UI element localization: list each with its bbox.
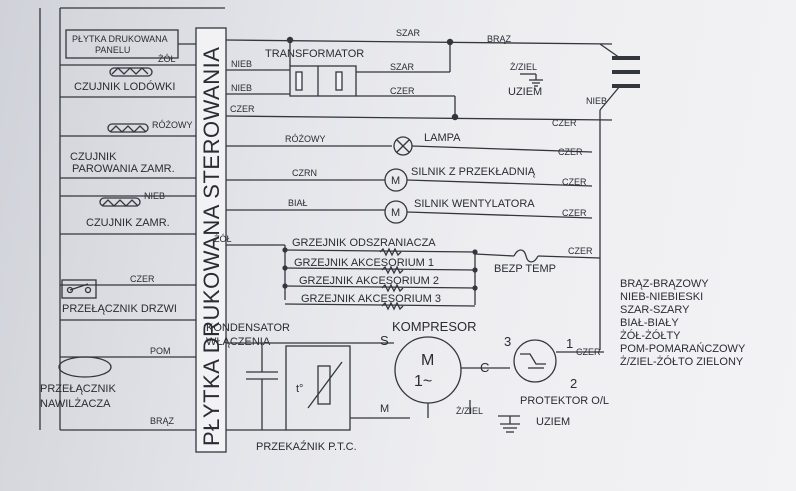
lamp-name: LAMPA — [424, 132, 461, 144]
transformer-label: TRANSFORMATOR — [265, 48, 364, 60]
transformer-out2: CZER — [390, 86, 415, 96]
gear-motor-wire-left: CZRN — [292, 168, 317, 178]
power-bus: SZAR BRĄZ CZER CZER Ż/ZIEL UZIEM NIEB — [225, 28, 640, 350]
heater-wire-left: ŻÓŁ — [214, 234, 232, 244]
humid-switch-wire-top: POM — [150, 346, 171, 356]
heater-4-label: GRZEJNIK AKCESORIUM 3 — [301, 293, 441, 305]
gear-motor-branch: M CZRN SILNIK Z PRZEKŁADNIĄ CZER — [226, 166, 593, 192]
color-legend: BRĄZ-BRĄZOWY NIEB-NIEBIESKI SZAR-SZARY B… — [620, 278, 746, 368]
heater-wire-right: CZER — [568, 246, 593, 256]
overload-protector: 3 1 2 PROTEKTOR O/L CZER — [504, 334, 609, 407]
ptc-temp: t° — [296, 383, 303, 395]
fan-motor-symbol: M — [391, 207, 400, 219]
bus-czer-right: CZER — [552, 118, 577, 128]
thermal-fuse-label: BEZP TEMP — [494, 263, 556, 275]
freezer-sensor: NIEB CZUJNIK ZAMR. — [60, 191, 196, 235]
legend-item-3: SZAR-SZARY — [620, 304, 690, 316]
heater-1-label: GRZEJNIK ODSZRANIACZA — [292, 237, 436, 249]
humid-switch-wire-bottom: BRĄZ — [150, 416, 175, 426]
door-switch-wire: CZER — [130, 274, 155, 284]
bus-czer: CZER — [230, 104, 255, 114]
humid-switch-label-1: PRZEŁĄCZNIK — [40, 383, 116, 395]
lamp-wire-left: RÓŻOWY — [285, 134, 326, 144]
control-board: PŁYTKA DRUKOWANA STEROWANIA — [195, 27, 227, 453]
protector-pin1: 1 — [566, 336, 573, 351]
protector-wire: CZER — [576, 347, 601, 357]
compressor-section: KONDENSATOR WŁĄCZENIA t° PRZEKAŹNIK P.T.… — [206, 319, 570, 453]
transformer-in1: NIEB — [231, 59, 252, 69]
compressor-m: M — [421, 352, 434, 369]
panel-pcb: PŁYTKA DRUKOWANA PANELU — [65, 29, 196, 59]
compressor-ground: UZIEM — [536, 416, 570, 428]
compressor-term-m: M — [380, 403, 389, 415]
legend-item-7: Ż/ZIEL-ŻÓŁTO ZIELONY — [620, 355, 744, 368]
evap-sensor-label-2: PAROWANIA ZAMR. — [72, 163, 175, 175]
legend-item-5: ŻÓŁ-ŻÓŁTY — [620, 329, 681, 342]
lamp-branch: RÓŻOWY LAMPA CZER — [226, 132, 593, 157]
lamp-wire-right: CZER — [558, 147, 583, 157]
compressor-name: KOMPRESOR — [392, 319, 477, 334]
evap-sensor: RÓŻOWY CZUJNIK PAROWANIA ZAMR. — [60, 120, 196, 179]
fan-motor-name: SILNIK WENTYLATORA — [414, 198, 535, 210]
legend-item-6: POM-POMARAŃCZOWY — [620, 342, 746, 355]
fan-motor-wire-right: CZER — [562, 208, 587, 218]
heater-3-label: GRZEJNIK AKCESORIUM 2 — [299, 275, 439, 287]
bus-szar: SZAR — [396, 28, 421, 38]
compressor-term-s: S — [380, 333, 389, 348]
protector-pin2: 2 — [570, 376, 577, 391]
gear-motor-wire-right: CZER — [562, 177, 587, 187]
freezer-sensor-wire: NIEB — [144, 191, 165, 201]
evap-sensor-wire: RÓŻOWY — [152, 120, 193, 130]
door-switch: CZER PRZEŁĄCZNIK DRZWI — [60, 274, 196, 321]
legend-item-4: BIAŁ-BIAŁY — [620, 317, 679, 329]
compressor-ground-wire: Ż/ZIEL — [456, 406, 483, 416]
transformer-in2: NIEB — [231, 83, 252, 93]
bus-ground: UZIEM — [508, 86, 542, 98]
panel-pcb-label-2: PANELU — [95, 45, 130, 55]
heater-2-label: GRZEJNIK AKCESORIUM 1 — [294, 257, 434, 269]
compressor-ac: 1~ — [414, 373, 432, 390]
bus-nieb: NIEB — [586, 96, 607, 106]
transformer-out1: SZAR — [390, 62, 415, 72]
door-switch-label: PRZEŁĄCZNIK DRZWI — [62, 303, 177, 315]
legend-item-2: NIEB-NIEBIESKI — [620, 291, 703, 303]
fan-motor-wire-left: BIAŁ — [288, 198, 308, 208]
freezer-sensor-label: CZUJNIK ZAMR. — [86, 217, 170, 229]
fan-motor-branch: M BIAŁ SILNIK WENTYLATORA CZER — [226, 198, 593, 224]
evap-sensor-label-1: CZUJNIK — [70, 151, 117, 163]
fridge-sensor-label: CZUJNIK LODÓWKI — [74, 80, 175, 93]
gear-motor-symbol: M — [391, 175, 400, 187]
protector-label: PROTEKTOR O/L — [520, 395, 609, 407]
protector-pin3: 3 — [504, 334, 511, 349]
heater-bank: ŻÓŁ GRZEJNIK ODSZRANIACZA GRZEJNIK AKCES… — [214, 234, 601, 311]
ptc-relay-label: PRZEKAŹNIK P.T.C. — [256, 440, 357, 453]
capacitor-label-2: WŁĄCZENIA — [206, 336, 271, 348]
control-board-title: PŁYTKA DRUKOWANA STEROWANIA — [199, 47, 224, 446]
fridge-sensor: ŻÓŁ CZUJNIK LODÓWKI — [60, 54, 196, 98]
bus-zziel: Ż/ZIEL — [510, 62, 537, 72]
humid-switch-label-2: NAWILŻACZA — [40, 397, 111, 410]
humid-switch: POM BRĄZ PRZEŁĄCZNIK NAWILŻACZA — [40, 346, 196, 431]
left-frame — [39, 7, 225, 430]
transformer: TRANSFORMATOR NIEB NIEB SZAR CZER — [226, 48, 455, 97]
legend-item-1: BRĄZ-BRĄZOWY — [620, 278, 709, 290]
bus-braz: BRĄZ — [487, 34, 512, 44]
panel-pcb-label-1: PŁYTKA DRUKOWANA — [72, 34, 168, 44]
fridge-sensor-wire: ŻÓŁ — [158, 54, 176, 64]
capacitor-label-1: KONDENSATOR — [206, 322, 290, 334]
gear-motor-name: SILNIK Z PRZEKŁADNIĄ — [411, 166, 536, 178]
